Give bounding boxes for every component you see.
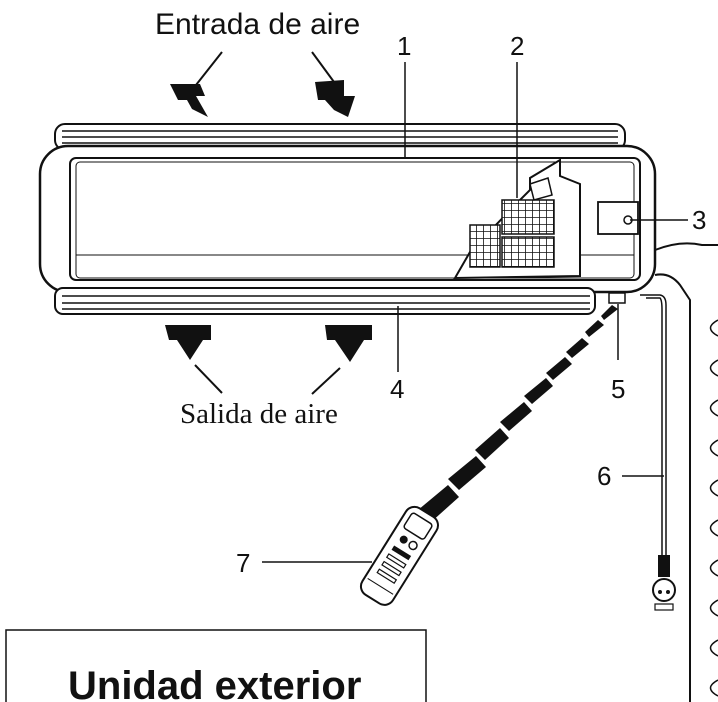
callout-3: 3 [692,205,706,235]
air-inlet-label: Entrada de aire [155,8,360,41]
callout-1: 1 [397,31,411,61]
air-filter [453,158,581,280]
display-panel [597,201,639,235]
air-outlet-label: Salida de aire [180,398,338,430]
infrared-beam [418,305,618,523]
air-inlet-arrow-left [170,51,223,117]
callout-2: 2 [510,31,524,61]
callout-4: 4 [390,374,404,404]
signal-receiver [608,292,626,304]
callout-5: 5 [611,374,625,404]
air-outlet-arrow-left [165,325,223,394]
plug-icon [652,555,676,611]
air-inlet-arrow-right [311,51,355,117]
callout-leaders [262,62,688,563]
callout-7: 7 [236,548,250,578]
power-cord [640,294,667,560]
outdoor-unit-label: Unidad exterior [68,664,361,702]
remote-control-icon [359,505,439,606]
connection-pipe [654,242,718,702]
outdoor-unit-box [5,629,427,702]
callout-6: 6 [597,461,611,491]
air-outlet-arrow-right [311,325,372,395]
